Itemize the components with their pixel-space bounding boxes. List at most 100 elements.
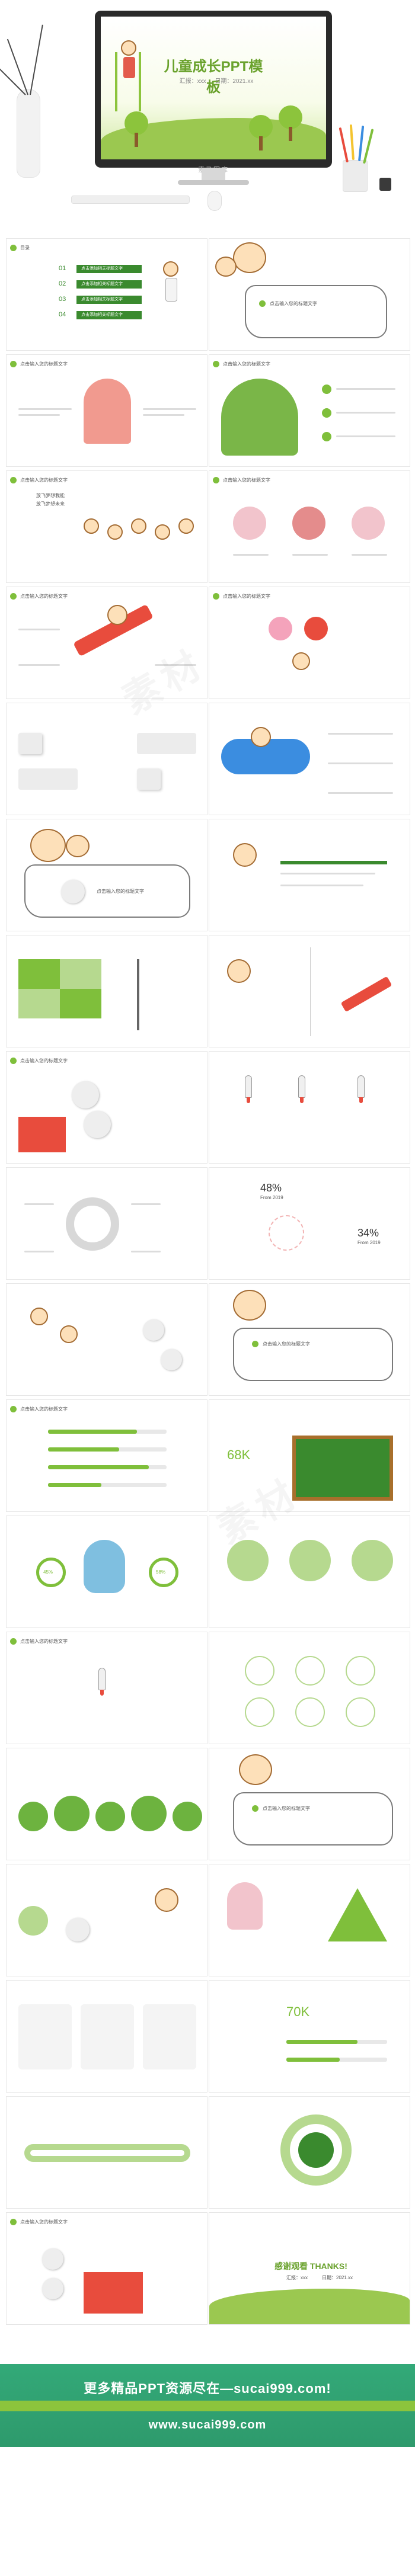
heart-balloon-icon [269,617,292,640]
slide-kids-bars [209,819,410,931]
slide-header: 点击输入您的标题文字 [213,360,270,368]
slide-ring [6,1167,208,1280]
kid-drawing-illustration [155,257,190,328]
rocket-icon [98,1668,106,1696]
kid-face-illustration [107,605,127,625]
bullet-icon [322,408,331,418]
kid-face-illustration [239,1754,272,1785]
flower-icon [352,507,385,540]
slide-triangle [209,1864,410,1976]
menu-item[interactable]: 点击添加相关标题文字 [76,280,142,289]
kid-face-illustration [233,1290,266,1321]
kid-face-illustration [233,242,266,273]
kid-illustration [107,524,123,540]
tree-icon [124,111,148,147]
pencil [363,129,374,164]
kid-illustration [155,524,170,540]
tree-icon [54,1796,90,1831]
kid-face-illustration [292,652,310,670]
header-dot-icon [10,2218,17,2225]
slide-flowers: 点击输入您的标题文字 [209,470,410,583]
slide-kids-row: 点击输入您的标题文字 放飞梦想我能 放飞梦想未来 [6,470,208,583]
slide-plane [209,703,410,815]
triangle-diagram [328,1888,387,1941]
footer-url[interactable]: www.sucai999.com [148,2418,267,2431]
slide-bars: 点击输入您的标题文字 [6,1399,208,1512]
kid-illustration [155,1888,178,1912]
slide-circles-books: 点击输入您的标题文字 [6,1051,208,1164]
slide-wave [6,2096,208,2209]
rocket-icon [245,1075,252,1103]
slide-header: 目录 [10,243,30,252]
slide-hexagons [209,1632,410,1744]
slide-vertical-line [209,935,410,1047]
pencil-cup [343,160,368,192]
header-dot-icon [213,476,219,483]
monitor: 儿童成长PPT模板 汇报：xxx 日期：2021.xx [95,11,332,168]
bullet-icon [322,385,331,394]
hero-presenter: 汇报：xxx [179,78,206,85]
menu-item[interactable]: 点击添加相关标题文字 [76,311,142,319]
tree-house-illustration [84,379,131,444]
slide-thanks: 感谢观看 THANKS! 汇报：xxx 日期：2021.xx [209,2212,410,2325]
slide-header: 点击输入您的标题文字 [10,1056,68,1065]
slide-balloon-pct: 45% 58% [6,1516,208,1628]
flower-icon [233,507,266,540]
slide-grey-boxes [6,703,208,815]
kid-face-illustration [227,959,251,983]
footer-promo[interactable]: 更多精品PPT资源尽在—sucai999.com! [84,2381,331,2396]
percent-ring [36,1558,66,1587]
slide-rockets [209,1051,410,1164]
slide-header: 点击输入您的标题文字 [10,1405,68,1413]
header-dot-icon [213,592,219,600]
percent-ring [149,1558,178,1587]
hero-subtitle: 汇报：xxx 日期：2021.xx [166,76,267,85]
monitor-stand [202,168,225,181]
slide-three-circles [209,1516,410,1628]
footer-stripe [0,2401,415,2411]
header-dot-icon [10,1405,17,1412]
pencil [349,124,355,161]
slide-timeline [6,1864,208,1976]
menu-item[interactable]: 点击添加相关标题文字 [76,296,142,304]
vase-branch [30,24,43,95]
kid-face-illustration [233,843,257,867]
header-dot-icon [10,476,17,483]
slide-card-3: 点击输入您的标题文字 [209,1283,410,1396]
slide-68k: 68K [209,1399,410,1512]
heart-balloon-icon [304,617,328,640]
slide-70k: 70K [209,1980,410,2093]
castle-island-illustration [221,379,298,456]
hero-banner: 儿童成长PPT模板 汇报：xxx 日期：2021.xx 素马图库 [0,0,415,211]
keyboard [71,196,190,204]
slide-card-4: 点击输入您的标题文字 [209,1748,410,1860]
kid-illustration [178,518,194,534]
header-dot-icon [10,1057,17,1064]
slide-header: 点击输入您的标题文字 [10,360,68,368]
monitor-base [178,180,249,185]
slide-castle: 点击输入您的标题文字 [209,354,410,467]
header-dot-icon [10,592,17,600]
wavy-text-frame: 点击输入您的标题文字 [233,1792,393,1846]
kid-illustration [30,1308,48,1325]
wavy-text-frame: 点击输入您的标题文字 [245,285,387,338]
mouse [208,191,222,211]
bottom-whitespace [0,2447,415,2576]
hero-date: 日期：2021.xx [215,78,254,85]
slide-header: 点击输入您的标题文字 [213,592,270,600]
chalkboard-illustration [292,1436,393,1501]
slide-kids-play [6,1283,208,1396]
menu-item[interactable]: 点击添加相关标题文字 [76,265,142,273]
tree-icon [18,1802,48,1831]
header-dot-icon [10,360,17,367]
slide-header: 点击输入您的标题文字 [213,476,270,484]
header-dot-icon [252,1341,258,1347]
header-dot-icon [259,300,266,307]
slide-contents: 目录 01 点击添加相关标题文字 02 点击添加相关标题文字 03 点击添加相关… [6,238,208,351]
slide-header: 点击输入您的标题文字 [10,592,68,600]
pencil-kid-illustration [340,976,392,1013]
slide-balloons: 点击输入您的标题文字 [209,587,410,699]
tree-icon [249,115,273,150]
ink-bottle [379,178,391,191]
tree-icon [131,1796,167,1831]
